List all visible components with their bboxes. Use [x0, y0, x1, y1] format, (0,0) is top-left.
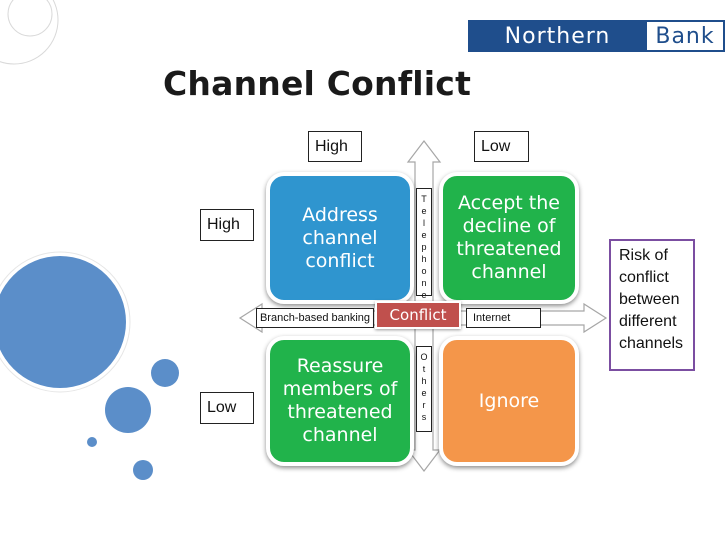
- quadrant-accept-decline: Accept the decline of threatened channel: [439, 172, 579, 304]
- decor-circle-small-2: [133, 460, 153, 480]
- others-letter: r: [422, 400, 426, 410]
- quadrant-reassure-members: Reassure members of threatened channel: [266, 336, 414, 466]
- axis-left-low-text: Low: [207, 399, 237, 416]
- page-title: Channel Conflict: [163, 64, 472, 103]
- telephone-letter: e: [421, 230, 427, 240]
- telephone-letter: n: [421, 278, 427, 288]
- decor-circle-medium: [105, 387, 151, 433]
- conflict-text: Conflict: [389, 306, 447, 324]
- decor-circle-small-1: [151, 359, 179, 387]
- decor-circle-large: [0, 256, 126, 388]
- logo-part-northern: Northern: [470, 22, 645, 50]
- axis-left-high-text: High: [207, 216, 240, 233]
- risk-note-text: Risk of conflict between different channels: [619, 245, 685, 355]
- branch-banking-label: Branch-based banking: [256, 308, 374, 328]
- risk-note-box: Risk of conflict between different channels: [609, 239, 695, 371]
- others-letter: h: [421, 376, 427, 386]
- decor-circle-outline-2: [7, 0, 53, 37]
- axis-label-top-low: Low: [474, 131, 529, 162]
- telephone-letter: e: [421, 290, 427, 300]
- telephone-letter: o: [421, 266, 427, 276]
- quadrant-top-right-text: Accept the decline of threatened channel: [456, 192, 562, 283]
- telephone-letter: h: [421, 254, 427, 264]
- decor-circle-ring: [0, 251, 131, 393]
- quadrant-bottom-left-text: Reassure members of threatened channel: [282, 355, 398, 446]
- axis-top-low-text: Low: [481, 137, 511, 155]
- quadrant-ignore: Ignore: [439, 336, 579, 466]
- risk-note-line: Risk of: [619, 247, 668, 264]
- quadrant-bottom-right-text: Ignore: [478, 389, 540, 412]
- others-letter: s: [421, 412, 427, 422]
- conflict-center-badge: Conflict: [375, 301, 461, 329]
- internet-text: Internet: [473, 312, 511, 324]
- northern-bank-logo: Northern Bank: [468, 20, 725, 52]
- branch-banking-text: Branch-based banking: [259, 312, 371, 324]
- decor-circle-small-3: [87, 437, 97, 447]
- others-letter: e: [421, 388, 427, 398]
- axis-label-left-high: High: [200, 209, 254, 241]
- others-letter: t: [422, 364, 426, 374]
- risk-note-line: different: [619, 313, 677, 330]
- risk-note-line: between: [619, 291, 680, 308]
- quadrant-top-left-text: Address channel conflict: [302, 203, 378, 272]
- risk-note-line: conflict: [619, 269, 669, 286]
- axis-top-high-text: High: [315, 137, 348, 155]
- telephone-letter: l: [423, 218, 425, 228]
- decor-circle-outline-1: [0, 0, 59, 65]
- telephone-letter: p: [421, 242, 427, 252]
- axis-label-left-low: Low: [200, 392, 254, 424]
- internet-label: Internet: [466, 308, 541, 328]
- others-letter: O: [420, 352, 428, 362]
- risk-note-line: channels: [619, 335, 684, 352]
- telephone-letter: T: [421, 194, 427, 204]
- axis-label-top-high: High: [308, 131, 362, 162]
- quadrant-address-conflict: Address channel conflict: [266, 172, 414, 304]
- logo-part-bank: Bank: [645, 22, 723, 50]
- telephone-letter: e: [421, 206, 427, 216]
